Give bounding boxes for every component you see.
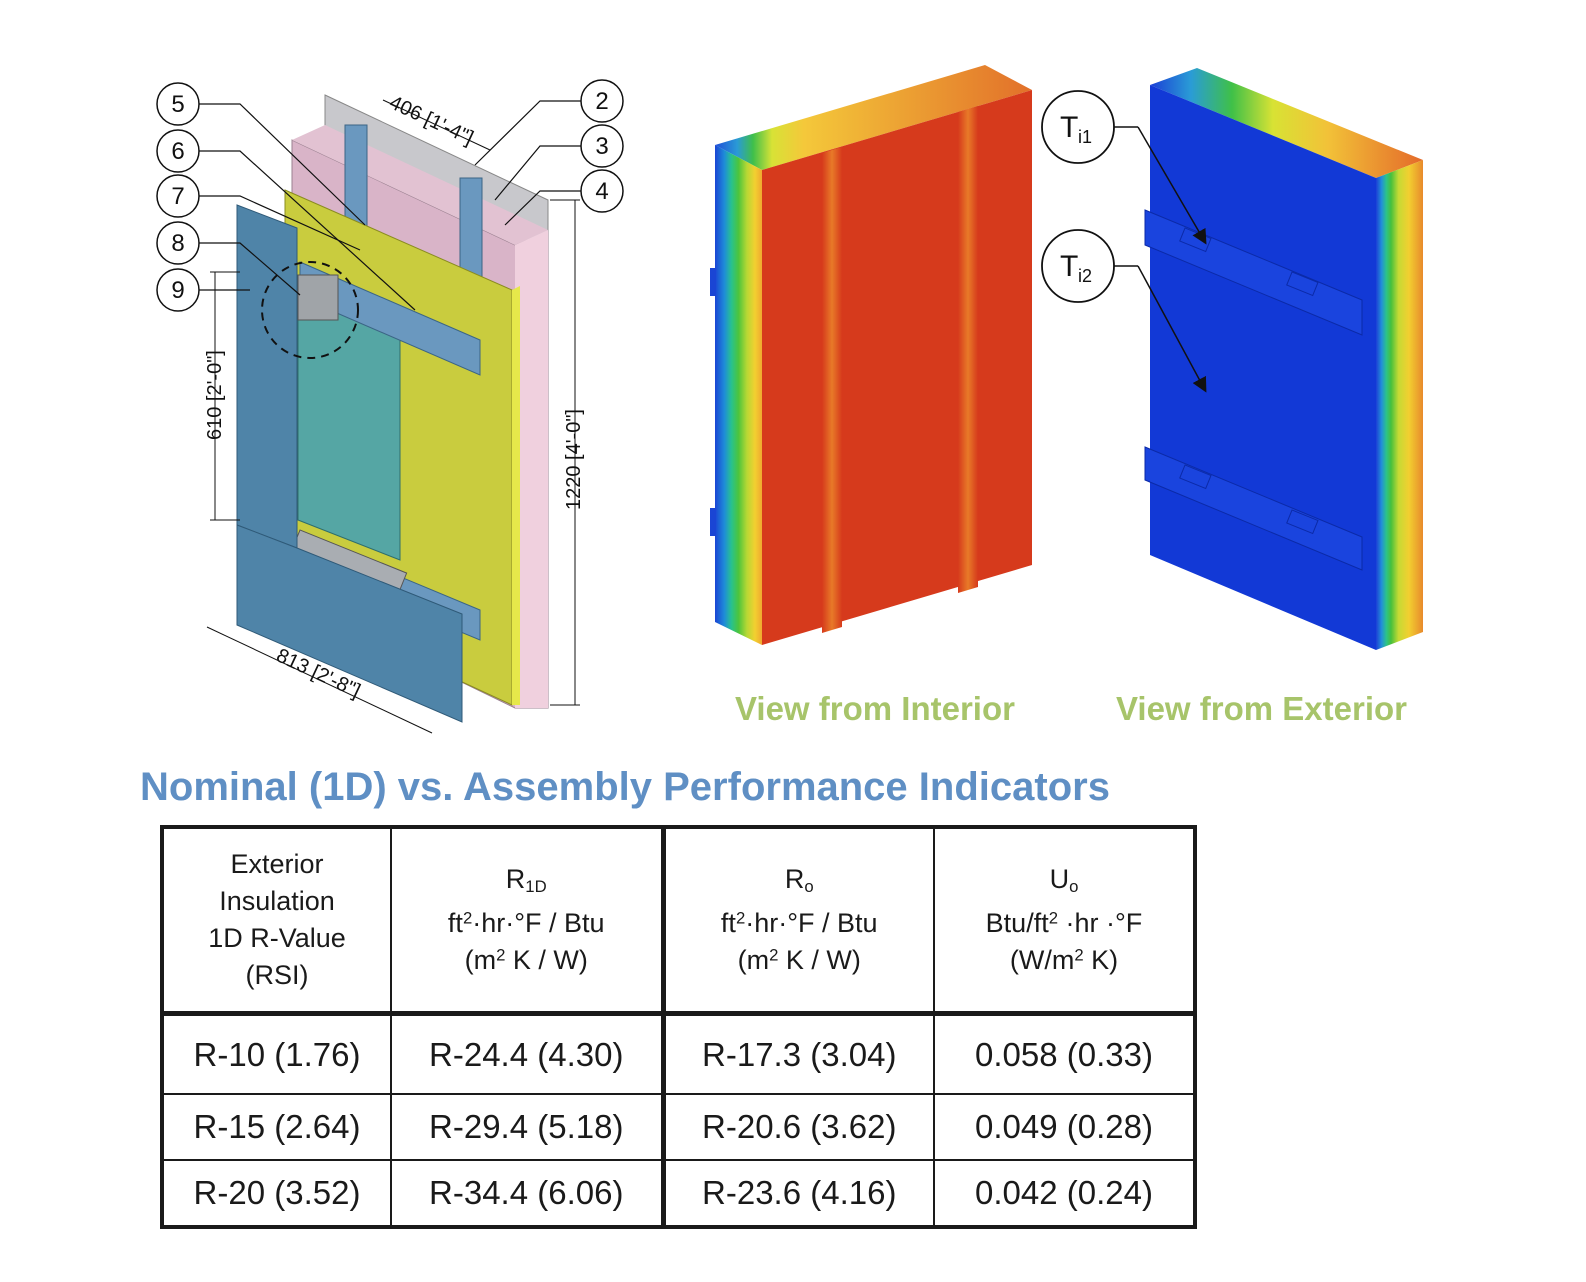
svg-text:3: 3 <box>595 133 608 160</box>
callout-9: 9 <box>156 268 200 312</box>
table-header-row: Exterior Insulation 1D R-Value (RSI) R1D… <box>161 826 1196 1016</box>
cladding-panel-lower <box>236 524 463 723</box>
exterior-side-face <box>1376 160 1423 650</box>
header-r1d: R1D ft2·hr·°F / Btu (m2 K / W) <box>390 826 664 1016</box>
interior-tab-2 <box>710 508 716 536</box>
table-cell: R-20 (3.52) <box>161 1159 392 1228</box>
callout-8: 8 <box>156 221 200 265</box>
interior-tab-1 <box>710 268 716 296</box>
thermal-clip <box>297 274 339 321</box>
exterior-insulation-edge <box>512 286 520 705</box>
label-ti2: T i2 <box>1041 229 1115 303</box>
table-row: R-10 (1.76) R-24.4 (4.30) R-17.3 (3.04) … <box>161 1012 1196 1095</box>
arrow-ti2-diag <box>1137 265 1207 393</box>
exterior-top-face <box>1150 68 1423 178</box>
table-cell: 0.042 (0.24) <box>933 1159 1196 1228</box>
caption-view-from-exterior: View from Exterior <box>1116 690 1407 727</box>
svg-text:6: 6 <box>171 138 184 165</box>
table-cell: R-15 (2.64) <box>161 1093 392 1161</box>
interior-stripe-1 <box>822 147 842 633</box>
table-cell: R-23.6 (4.16) <box>660 1159 935 1228</box>
label-ti1: T i1 <box>1041 90 1115 164</box>
dim-left: 610 [2'-0"] <box>204 350 226 440</box>
table-cell: R-34.4 (6.06) <box>390 1159 664 1228</box>
svg-text:5: 5 <box>171 91 184 118</box>
dimension-lines <box>206 99 580 734</box>
svg-text:2: 2 <box>595 88 608 115</box>
thermal-view-interior <box>710 65 1032 645</box>
arrow-ti1-diag <box>1137 126 1207 245</box>
svg-text:7: 7 <box>171 183 184 210</box>
header-exterior-insulation: Exterior Insulation 1D R-Value (RSI) <box>161 826 392 1016</box>
table-cell: R-24.4 (4.30) <box>390 1012 664 1095</box>
exterior-clip-3 <box>1179 464 1212 490</box>
table-cell: R-17.3 (3.04) <box>660 1012 935 1095</box>
thermal-view-exterior <box>1144 68 1423 650</box>
leader-lines <box>199 100 582 311</box>
exploded-assembly: 5 6 7 8 9 2 3 4 <box>156 79 624 734</box>
svg-text:4: 4 <box>595 178 608 205</box>
interior-top-face <box>715 65 1032 170</box>
table-cell: 0.058 (0.33) <box>933 1012 1196 1095</box>
svg-text:8: 8 <box>171 230 184 257</box>
table-cell: R-10 (1.76) <box>161 1012 392 1095</box>
callout-2: 2 <box>580 79 624 123</box>
pink-side <box>515 230 548 708</box>
svg-text:T: T <box>1060 250 1078 283</box>
interior-stripe-2 <box>958 106 978 593</box>
svg-text:T: T <box>1060 111 1078 144</box>
exterior-girt-bottom <box>1144 446 1363 571</box>
cladding-panel-upper <box>236 204 298 549</box>
detail-circle <box>261 261 359 359</box>
header-ro: Ro ft2·hr·°F / Btu (m2 K / W) <box>660 826 935 1016</box>
svg-text:i2: i2 <box>1078 266 1092 286</box>
section-title: Nominal (1D) vs. Assembly Performance In… <box>140 765 1110 809</box>
caption-view-from-interior: View from Interior <box>735 690 1015 727</box>
exterior-clip-2 <box>1286 271 1319 297</box>
exterior-clip-4 <box>1286 509 1319 535</box>
performance-table: Exterior Insulation 1D R-Value (RSI) R1D… <box>160 825 1197 1229</box>
table-cell: R-29.4 (5.18) <box>390 1093 664 1161</box>
table-cell: 0.049 (0.28) <box>933 1093 1196 1161</box>
svg-text:9: 9 <box>171 277 184 304</box>
interior-front-face <box>762 90 1032 645</box>
assembly-figure: 5 6 7 8 9 2 3 4 <box>156 65 1423 734</box>
header-uo: Uo Btu/ft2 ·hr ·°F (W/m2 K) <box>933 826 1196 1016</box>
table-row: R-15 (2.64) R-29.4 (5.18) R-20.6 (3.62) … <box>161 1093 1196 1161</box>
exterior-front-face <box>1150 85 1376 650</box>
table-row: R-20 (3.52) R-34.4 (6.06) R-23.6 (4.16) … <box>161 1159 1196 1228</box>
svg-text:i1: i1 <box>1078 127 1092 147</box>
callout-3: 3 <box>580 124 624 168</box>
callout-7: 7 <box>156 174 200 218</box>
table-cell: R-20.6 (3.62) <box>660 1093 935 1161</box>
dim-right: 1220 [4'-0"] <box>563 409 585 510</box>
callout-5: 5 <box>156 82 200 126</box>
callout-6: 6 <box>156 129 200 173</box>
callout-4: 4 <box>580 169 624 213</box>
interior-side-face <box>715 145 762 645</box>
